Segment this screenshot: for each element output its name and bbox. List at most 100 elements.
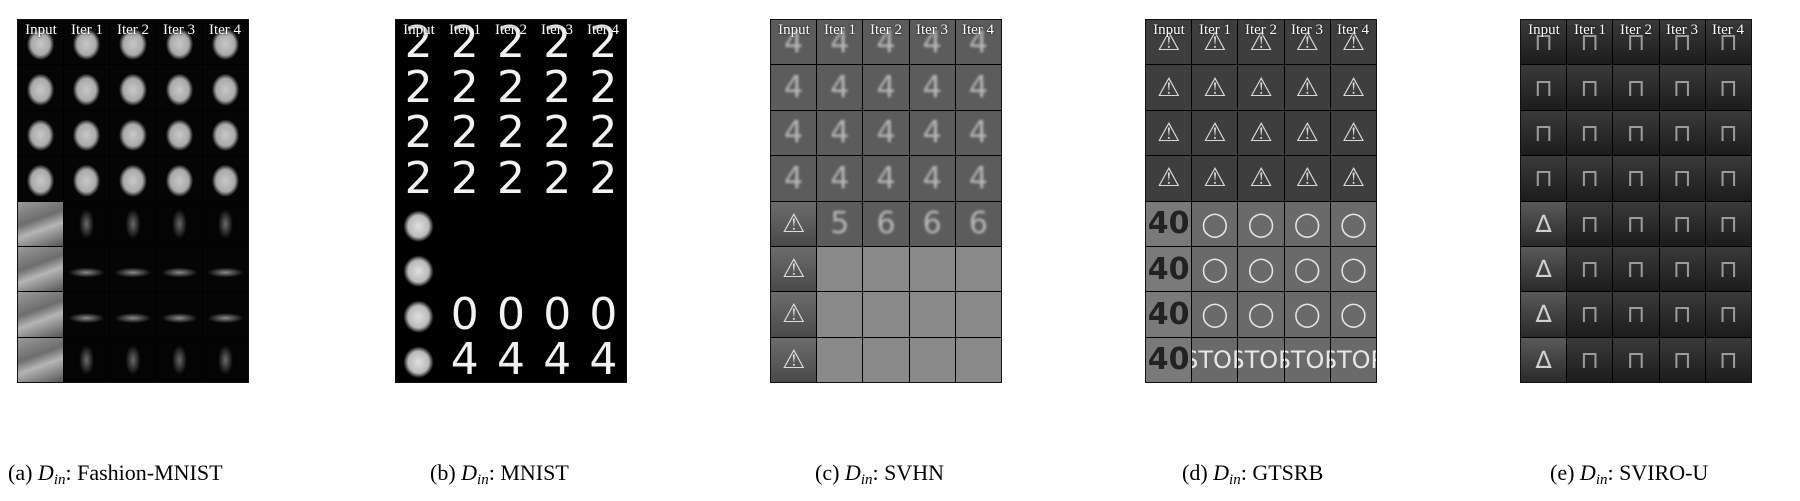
fm-shirt-tile (64, 20, 110, 65)
tile-glyph: ⊓ (1626, 73, 1646, 102)
tile-glyph: ⚠ (781, 254, 806, 285)
seat-tile: ⊓ (1613, 20, 1659, 65)
tile-glyph: 4 (830, 70, 850, 106)
seat-tile: ⊓ (1613, 246, 1659, 292)
tile-glyph: 2 (450, 156, 479, 201)
tile-glyph: STOP (1192, 345, 1237, 374)
digit-tile: 4 (909, 110, 955, 156)
tile-glyph: ⚠ (1295, 27, 1319, 58)
digit-tile: 6 (955, 201, 1001, 246)
tile-glyph: ⚠ (1156, 72, 1181, 103)
tile-glyph: ⊓ (1580, 300, 1600, 329)
tile-glyph: ⊓ (1672, 118, 1692, 147)
digit-tile: 2 (534, 20, 580, 65)
fm-shirt-tile (18, 20, 64, 65)
digit-tile: 4 (955, 65, 1001, 110)
tile-glyph: ⊓ (1672, 73, 1692, 102)
caption-dataset: : SVHN (872, 460, 944, 485)
tile-glyph: ◯ (1293, 300, 1321, 329)
tile-glyph: 4 (922, 115, 942, 151)
digit-tile: 0 (534, 292, 580, 337)
round-sign-tile: ◯ (1192, 201, 1238, 246)
tile-glyph: ⚠ (1341, 72, 1366, 103)
digit-tile: 2 (396, 65, 442, 110)
tile-glyph: ◯ (1339, 255, 1367, 284)
tile-glyph: 4 (922, 160, 942, 196)
digit-tile (580, 201, 626, 246)
tile-glyph: 2 (450, 110, 479, 156)
tile-glyph: ∆ (1535, 255, 1552, 284)
digit-tile: 2 (488, 110, 534, 156)
tile-glyph: 6 (922, 206, 942, 242)
tile-glyph: ⚠ (1249, 27, 1273, 58)
fm-shoe-tile (110, 246, 156, 292)
tile-glyph: 4 (968, 160, 988, 196)
caption-dataset: : SVIRO-U (1607, 460, 1709, 485)
digit-tile: 4 (771, 110, 817, 156)
fm-shirt-tile (64, 110, 110, 156)
warning-sign-tile: ⚠ (1330, 110, 1376, 156)
tile-glyph: 40 (1147, 251, 1190, 287)
fm-shirt-tile (202, 20, 248, 65)
tile-glyph: ⊓ (1719, 164, 1738, 193)
seat-tile: ⊓ (1705, 110, 1751, 156)
seat-tile: ⊓ (1613, 65, 1659, 110)
blur-tile (863, 246, 909, 292)
image-grid: ⊓⊓⊓⊓⊓⊓⊓⊓⊓⊓⊓⊓⊓⊓⊓⊓⊓⊓⊓⊓∆⊓⊓⊓⊓∆⊓⊓⊓⊓∆⊓⊓⊓⊓∆⊓⊓⊓⊓… (1520, 19, 1752, 383)
digit-tile: 4 (817, 156, 863, 201)
seat-tile: ⊓ (1567, 246, 1613, 292)
tile-glyph: ⊓ (1672, 255, 1692, 284)
digit-tile: 4 (909, 156, 955, 201)
digit-tile (534, 246, 580, 292)
digit-tile: 2 (442, 20, 488, 65)
tile-glyph: 2 (496, 20, 525, 65)
tile-glyph: ⊓ (1534, 118, 1553, 147)
tile-glyph: ⚠ (1341, 163, 1366, 194)
tile-glyph: ⊓ (1672, 300, 1692, 329)
fm-shirt-tile (202, 65, 248, 110)
tower-tile: ∆ (1521, 201, 1567, 246)
tile-glyph: 6 (876, 206, 896, 242)
seat-tile: ⊓ (1659, 201, 1705, 246)
fm-shirt-tile (110, 20, 156, 65)
fm-shoe-tile (202, 292, 248, 337)
tile-glyph: 40 (1147, 342, 1190, 378)
digit-tile: 2 (396, 110, 442, 156)
fm-ghost-tile (202, 201, 248, 246)
blur-tile (817, 337, 863, 382)
fm-ghost-tile (110, 337, 156, 382)
tile-glyph: ⊓ (1580, 345, 1600, 374)
tile-glyph: 40 (1147, 296, 1190, 332)
tile-glyph: 6 (968, 206, 988, 242)
tile-glyph: ⊓ (1719, 209, 1738, 238)
digit-tile (488, 201, 534, 246)
tile-glyph: ◯ (1247, 255, 1275, 284)
fm-shoe-tile (110, 292, 156, 337)
tile-glyph: ⚠ (1156, 27, 1181, 58)
seat-tile: ⊓ (1705, 65, 1751, 110)
warning-sign-tile: ⚠ (1238, 65, 1284, 110)
tile-glyph: 4 (589, 337, 618, 382)
fm-shirt-tile (156, 65, 202, 110)
warning-sign-tile: ⚠ (1330, 20, 1376, 65)
digit-tile: 2 (396, 20, 442, 65)
warning-sign-tile: ⚠ (1146, 156, 1192, 201)
tile-glyph: ⚠ (1295, 72, 1319, 103)
seat-tile: ⊓ (1659, 246, 1705, 292)
tile-glyph: STOP (1285, 345, 1330, 374)
digit-tile: 4 (955, 20, 1001, 65)
blur-tile (863, 337, 909, 382)
seat-tile: ⊓ (1567, 292, 1613, 337)
digit-tile: 4 (863, 156, 909, 201)
tile-glyph: ⚠ (1203, 117, 1227, 148)
tile-glyph: ◯ (1201, 209, 1229, 238)
tile-glyph: ◯ (1339, 300, 1367, 329)
tile-glyph: 4 (784, 70, 804, 106)
digit-tile: 4 (863, 20, 909, 65)
digit-tile: 2 (442, 156, 488, 201)
tile-glyph: ⊓ (1626, 209, 1646, 238)
stop-sign-tile: STOP (1330, 337, 1376, 382)
caption-svhn: (c) Din: SVHN (815, 460, 944, 489)
caption-fashion-mnist: (a) Din: Fashion-MNIST (8, 460, 223, 489)
